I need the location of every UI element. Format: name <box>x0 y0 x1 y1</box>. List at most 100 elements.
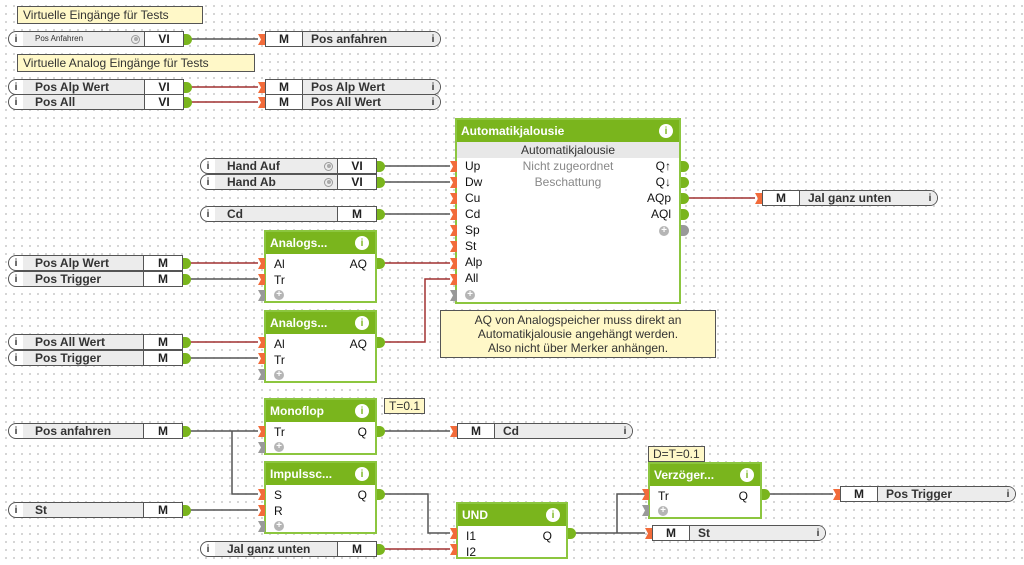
add-input-icon[interactable]: + <box>274 442 284 452</box>
source-pos-alp-wert-vi[interactable]: i Pos Alp Wert VI <box>8 79 184 95</box>
block-analogspeicher-2[interactable]: Analogs...i Al Tr AQ + <box>264 310 377 383</box>
output-port[interactable] <box>184 82 192 93</box>
dest-cd[interactable]: M Cd i <box>457 423 633 439</box>
source-pos-anfahren-vi[interactable]: i Pos Anfahren VI <box>8 31 184 47</box>
dest-jal-ganz-unten[interactable]: M Jal ganz unten i <box>762 190 938 206</box>
info-icon[interactable]: i <box>14 96 18 108</box>
input-port[interactable] <box>258 505 265 516</box>
input-port[interactable] <box>450 528 457 539</box>
input-port[interactable] <box>258 274 265 285</box>
source-hand-auf[interactable]: i Hand Auf VI <box>200 158 377 174</box>
info-icon[interactable]: i <box>14 425 18 437</box>
info-icon[interactable]: i <box>426 32 440 46</box>
output-port[interactable] <box>183 353 191 364</box>
input-port[interactable] <box>833 489 840 500</box>
output-port[interactable] <box>762 489 770 500</box>
output-port[interactable] <box>377 209 385 220</box>
info-icon[interactable]: i <box>923 191 937 205</box>
info-icon[interactable]: i <box>355 236 369 250</box>
input-port[interactable] <box>450 193 457 204</box>
info-icon[interactable]: i <box>206 543 210 555</box>
output-port[interactable] <box>377 258 385 269</box>
info-icon[interactable]: i <box>206 176 210 188</box>
output-port[interactable] <box>681 209 689 220</box>
block-verzoegerung[interactable]: Verzöger...i Tr Q + <box>648 462 762 519</box>
input-port-add[interactable] <box>642 505 649 516</box>
input-port[interactable] <box>258 34 265 45</box>
source-st-m[interactable]: i St M <box>8 502 183 518</box>
input-port-add[interactable] <box>258 369 265 380</box>
dest-pos-trigger[interactable]: M Pos Trigger i <box>840 486 1016 502</box>
output-port[interactable] <box>377 177 385 188</box>
output-port[interactable] <box>184 34 192 45</box>
output-port[interactable] <box>377 161 385 172</box>
input-port[interactable] <box>642 489 649 500</box>
info-icon[interactable]: i <box>1001 487 1015 501</box>
output-port-add[interactable] <box>681 225 689 236</box>
input-port[interactable] <box>755 193 762 204</box>
radio-icon[interactable] <box>324 177 333 187</box>
input-port[interactable] <box>258 426 265 437</box>
output-port[interactable] <box>183 258 191 269</box>
output-port[interactable] <box>183 505 191 516</box>
add-input-icon[interactable]: + <box>658 506 668 516</box>
output-port[interactable] <box>377 426 385 437</box>
add-input-icon[interactable]: + <box>274 521 284 531</box>
source-pos-trigger-m-2[interactable]: i Pos Trigger M <box>8 350 183 366</box>
info-icon[interactable]: i <box>546 508 560 522</box>
source-hand-ab[interactable]: i Hand Ab VI <box>200 174 377 190</box>
info-icon[interactable]: i <box>426 80 440 94</box>
info-icon[interactable]: i <box>618 424 632 438</box>
verzoegerung-param[interactable]: D=T=0.1 <box>648 446 705 462</box>
info-icon[interactable]: i <box>14 352 18 364</box>
source-pos-all-wert-m[interactable]: i Pos All Wert M <box>8 334 183 350</box>
output-port[interactable] <box>183 337 191 348</box>
input-port[interactable] <box>258 337 265 348</box>
input-port[interactable] <box>258 353 265 364</box>
info-icon[interactable]: i <box>355 404 369 418</box>
radio-icon[interactable] <box>131 34 140 44</box>
info-icon[interactable]: i <box>811 526 825 540</box>
info-icon[interactable]: i <box>14 33 18 45</box>
add-output-icon[interactable]: + <box>659 226 669 236</box>
input-port[interactable] <box>450 177 457 188</box>
source-pos-alp-wert-m[interactable]: i Pos Alp Wert M <box>8 255 183 271</box>
info-icon[interactable]: i <box>740 468 754 482</box>
dest-st[interactable]: M St i <box>652 525 826 541</box>
radio-icon[interactable] <box>324 161 333 171</box>
source-cd[interactable]: i Cd M <box>200 206 377 222</box>
input-port[interactable] <box>258 258 265 269</box>
block-impulsschalter[interactable]: Impulssc...i S R Q + <box>264 461 377 534</box>
input-port-add[interactable] <box>258 442 265 453</box>
info-icon[interactable]: i <box>355 467 369 481</box>
output-port[interactable] <box>377 544 385 555</box>
info-icon[interactable]: i <box>206 160 210 172</box>
add-input-icon[interactable]: + <box>465 290 475 300</box>
input-port[interactable] <box>450 225 457 236</box>
add-input-icon[interactable]: + <box>274 370 284 380</box>
info-icon[interactable]: i <box>14 273 18 285</box>
dest-pos-anfahren[interactable]: M Pos anfahren i <box>265 31 441 47</box>
dest-pos-alp-wert[interactable]: M Pos Alp Wert i <box>265 79 441 95</box>
output-port[interactable] <box>681 177 689 188</box>
source-jal-ganz-unten-m[interactable]: i Jal ganz unten M <box>200 541 377 557</box>
output-port[interactable] <box>681 161 689 172</box>
output-port[interactable] <box>183 274 191 285</box>
output-port[interactable] <box>681 193 689 204</box>
input-port-add[interactable] <box>450 290 457 301</box>
info-icon[interactable]: i <box>206 208 210 220</box>
source-pos-trigger-m[interactable]: i Pos Trigger M <box>8 271 183 287</box>
input-port[interactable] <box>450 258 457 269</box>
input-port-add[interactable] <box>258 290 265 301</box>
output-port[interactable] <box>183 426 191 437</box>
info-icon[interactable]: i <box>14 504 18 516</box>
input-port[interactable] <box>258 82 265 93</box>
input-port[interactable] <box>450 274 457 285</box>
output-port[interactable] <box>377 337 385 348</box>
info-icon[interactable]: i <box>659 124 673 138</box>
block-analogspeicher-1[interactable]: Analogs...i Al Tr AQ + <box>264 230 377 303</box>
info-icon[interactable]: i <box>14 81 18 93</box>
